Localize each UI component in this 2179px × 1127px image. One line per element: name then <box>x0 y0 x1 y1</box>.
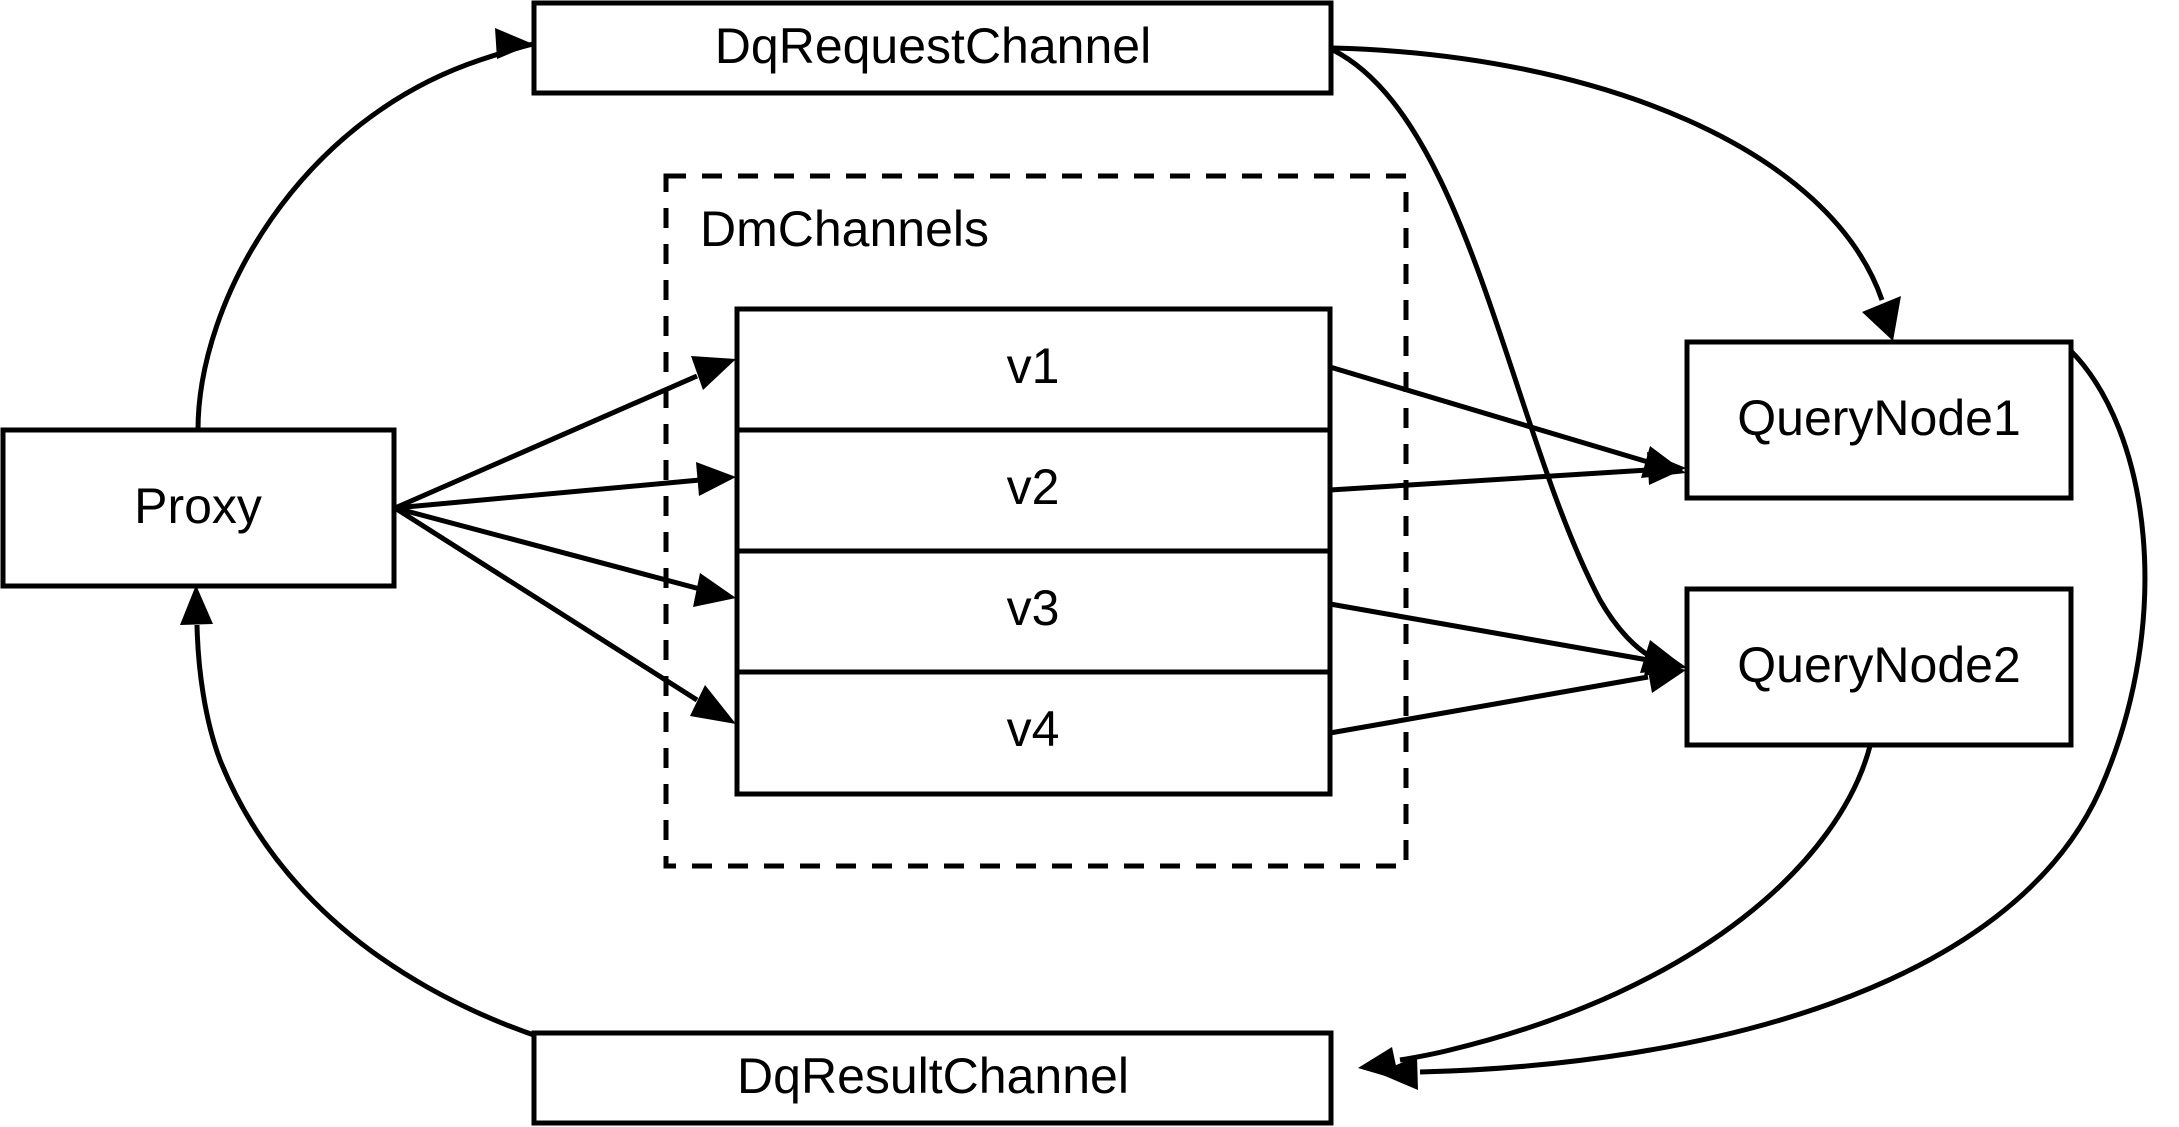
edge-v1-to-querynode1 <box>1329 364 1686 478</box>
edge-proxy-to-dqrequestchannel <box>195 28 534 431</box>
query-node-1-box[interactable] <box>1684 339 2074 501</box>
edge-dqrequestchannel-to-querynode2 <box>1331 47 1686 673</box>
query-node-2-label: QueryNode2 <box>1737 637 2021 693</box>
edge-proxy-to-v1 <box>393 356 736 511</box>
edge-v4-to-querynode2 <box>1329 660 1686 736</box>
edge-proxy-to-v2 <box>394 462 736 511</box>
proxy-label: Proxy <box>134 478 262 534</box>
node-proxy[interactable]: Proxy <box>0 427 397 589</box>
channel-item-v3[interactable]: v3 <box>1007 580 1060 636</box>
dq-request-channel-label: DqRequestChannel <box>715 18 1151 74</box>
channel-item-v1[interactable]: v1 <box>1007 338 1060 394</box>
dm-channels-group-label: DmChannels <box>700 201 989 257</box>
node-query-node-2[interactable]: QueryNode2 <box>1684 586 2074 748</box>
node-query-node-1[interactable]: QueryNode1 <box>1684 339 2074 501</box>
edge-dqrequestchannel-to-querynode1 <box>1332 45 1901 341</box>
edge-proxy-to-v4 <box>393 505 736 724</box>
edge-querynode2-to-dqresultchannel <box>1358 745 1873 1080</box>
node-dq-result-channel[interactable]: DqResultChannel <box>531 1030 1334 1126</box>
query-node-1-label: QueryNode1 <box>1737 390 2021 446</box>
channel-item-v4[interactable]: v4 <box>1007 701 1060 757</box>
dq-result-channel-label: DqResultChannel <box>737 1048 1129 1104</box>
edge-proxy-to-v3 <box>394 505 736 607</box>
dq-request-channel-box[interactable] <box>531 0 1334 96</box>
proxy-box[interactable] <box>0 427 397 589</box>
edge-querynode1-to-dqresultchannel <box>1378 348 2148 1090</box>
dq-result-channel-box[interactable] <box>531 1030 1334 1126</box>
channel-list: v1 v2 v3 v4 <box>734 306 1333 797</box>
query-node-2-box[interactable] <box>1684 586 2074 748</box>
dm-channels-group-box <box>663 173 1409 869</box>
node-dq-request-channel[interactable]: DqRequestChannel <box>531 0 1334 96</box>
edge-dqresultchannel-to-proxy <box>180 585 741 1081</box>
edge-v2-to-querynode1 <box>1329 452 1686 493</box>
channel-item-v2[interactable]: v2 <box>1007 459 1060 515</box>
